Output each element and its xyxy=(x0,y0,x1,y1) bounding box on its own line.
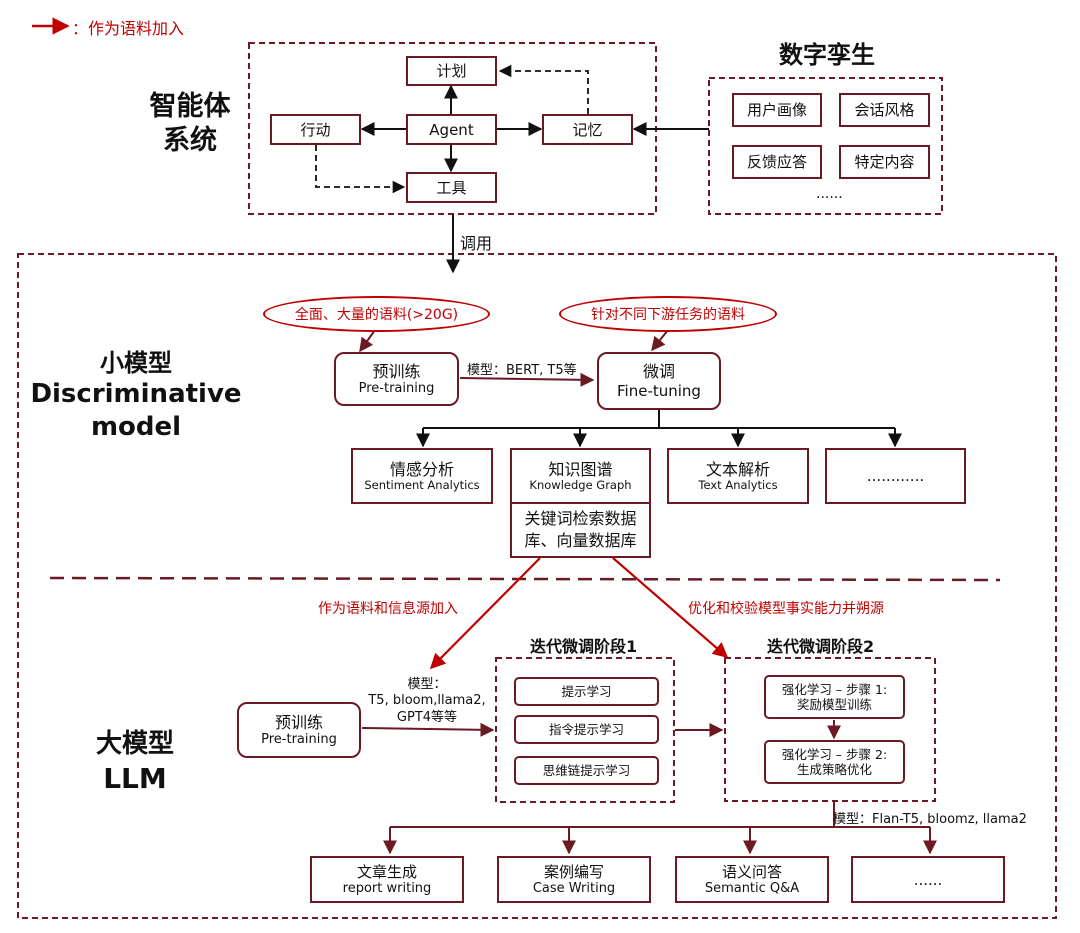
action-label: 行动 xyxy=(300,120,331,139)
plan-node: 计划 xyxy=(406,56,497,86)
twin-item-user-profile: 用户画像 xyxy=(732,93,822,127)
bridge-right-label: 优化和校验模型事实能力并朔源 xyxy=(688,601,884,617)
digital-twin-title: 数字孪生 xyxy=(779,41,875,69)
tools-label: 工具 xyxy=(436,178,467,197)
call-label: 调用 xyxy=(460,234,493,253)
small-model-label: 模型：BERT, T5等 xyxy=(467,363,577,378)
task-text-analytics: 文本解析 Text Analytics xyxy=(667,448,809,504)
stage2-title: 迭代微调阶段2 xyxy=(767,637,875,656)
output-more: ...... xyxy=(851,856,1005,903)
plan-label: 计划 xyxy=(436,62,467,80)
agent-node: Agent xyxy=(406,114,497,145)
output-case-writing: 案例编写 Case Writing xyxy=(497,856,651,903)
twin-more: ...... xyxy=(816,186,843,202)
task-more: ............ xyxy=(825,448,966,504)
llm-title: 大模型 LLM xyxy=(95,729,174,795)
stage1-title: 迭代微调阶段1 xyxy=(530,637,638,656)
small-pretrain-node: 预训练 Pre-training xyxy=(334,352,459,406)
llm-pretrain-node: 预训练 Pre-training xyxy=(237,702,361,758)
kg-database: 关键词检索数据库、向量数据库 xyxy=(510,502,651,558)
corpus-pretrain-ellipse: 全面、大量的语料(>20G) xyxy=(263,296,490,332)
action-node: 行动 xyxy=(270,114,361,145)
twin-item-dialog-style: 会话风格 xyxy=(839,93,930,127)
twin-item-specific-content: 特定内容 xyxy=(839,145,930,179)
memory-label: 记忆 xyxy=(572,120,603,139)
agent-label: Agent xyxy=(429,120,474,139)
tools-node: 工具 xyxy=(406,172,497,203)
task-sentiment: 情感分析 Sentiment Analytics xyxy=(351,448,493,504)
stage1-item-instruction: 指令提示学习 xyxy=(514,715,659,744)
small-model-title: 小模型 Discriminative model xyxy=(30,349,242,442)
agent-system-title: 智能体 系统 xyxy=(149,91,231,156)
llm-model-label: 模型： T5, bloom,llama2, GPT4等等 xyxy=(368,677,486,725)
task-knowledge-graph: 知识图谱 Knowledge Graph xyxy=(510,448,651,504)
stage1-item-prompt: 提示学习 xyxy=(514,677,659,706)
section-divider xyxy=(49,576,1001,582)
output-report-writing: 文章生成 report writing xyxy=(310,856,464,903)
output-model-label: 模型：Flan-T5, bloomz, llama2 xyxy=(833,812,1027,827)
stage2-step2: 强化学习 – 步骤 2: 生成策略优化 xyxy=(764,740,905,784)
memory-node: 记忆 xyxy=(542,114,633,145)
legend-label: ：作为语料加入 xyxy=(72,19,185,38)
finetune-node: 微调 Fine-tuning xyxy=(597,352,721,410)
stage2-step1: 强化学习 – 步骤 1: 奖励模型训练 xyxy=(764,675,905,719)
stage1-item-cot: 思维链提示学习 xyxy=(514,756,659,785)
bridge-left-label: 作为语料和信息源加入 xyxy=(318,601,458,617)
twin-item-feedback: 反馈应答 xyxy=(732,145,822,179)
corpus-finetune-ellipse: 针对不同下游任务的语料 xyxy=(559,296,777,332)
output-semantic-qa: 语义问答 Semantic Q&A xyxy=(675,856,829,903)
